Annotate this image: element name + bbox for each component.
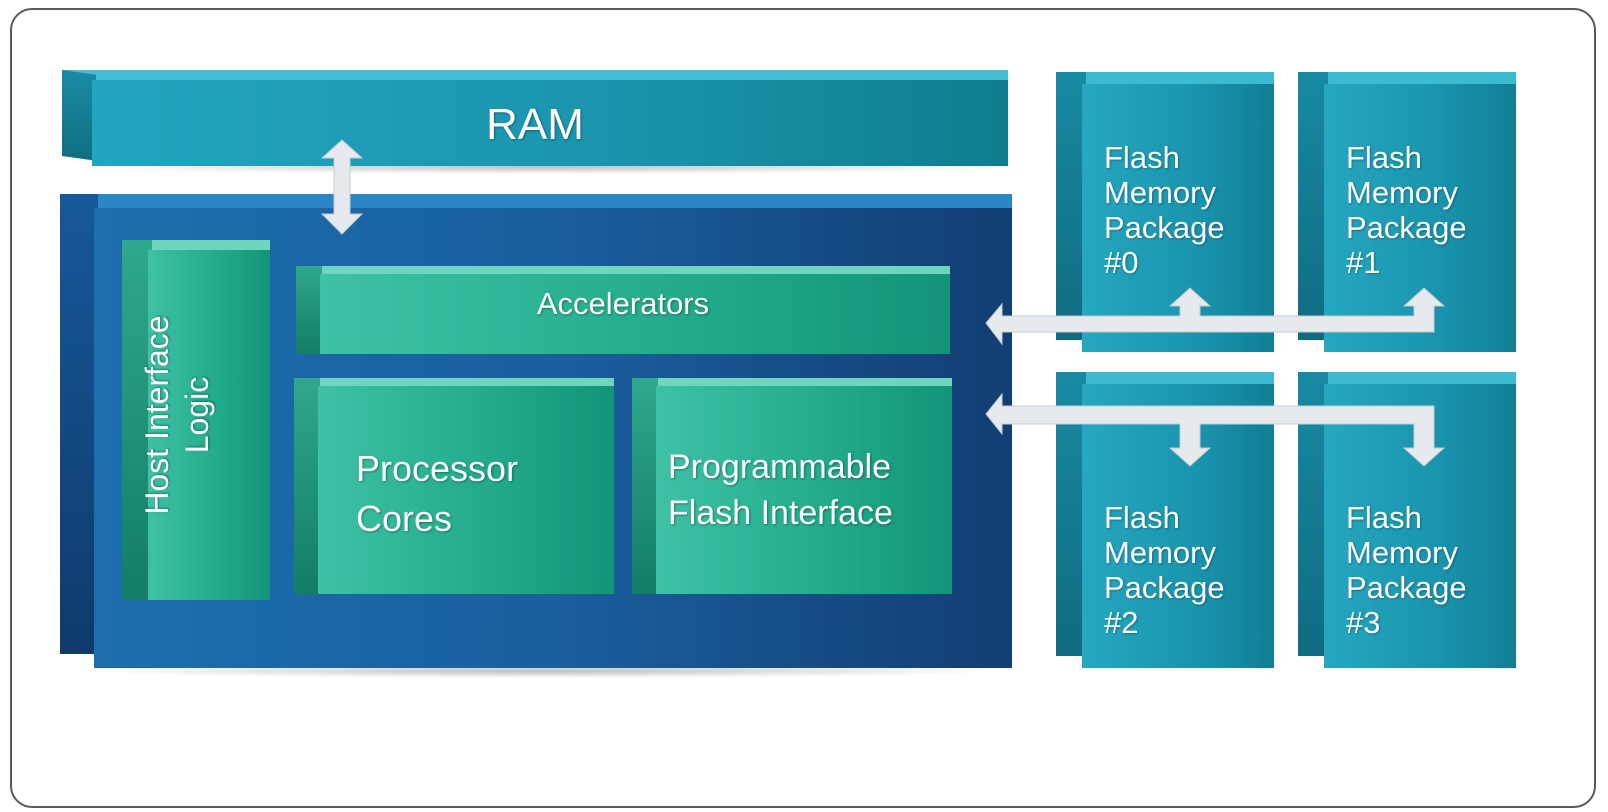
host-interface-logic-block: Host Interface Logic [122, 240, 270, 600]
processor-line1: Processor [356, 448, 519, 489]
flash-package-2: Flash Memory Package #2 [1056, 372, 1274, 668]
flash-package-0: Flash Memory Package #0 [1056, 72, 1274, 352]
pfi-line1: Programmable [668, 448, 891, 486]
processor-cores-block: Processor Cores [294, 378, 614, 594]
lower-bus-arrow [985, 392, 1446, 467]
flash-package-0-label: Flash Memory Package #0 [1104, 140, 1225, 280]
flash-package-1-label: Flash Memory Package #1 [1346, 140, 1467, 280]
accelerators-label: Accelerators [536, 286, 710, 321]
processor-cores-label: Processor Cores [356, 444, 518, 544]
ram-label: RAM [486, 100, 584, 149]
pfi-label: Programmable Flash Interface [668, 444, 893, 536]
flash-package-3-label: Flash Memory Package #3 [1346, 500, 1467, 640]
programmable-flash-interface-block: Programmable Flash Interface [632, 378, 952, 594]
flash-package-2-label: Flash Memory Package #2 [1104, 500, 1225, 640]
upper-bus-arrow [985, 287, 1446, 346]
ram-block: RAM [62, 70, 1008, 166]
processor-line2: Cores [356, 498, 453, 539]
ram-controller-arrow [320, 139, 364, 235]
accelerators-block: Accelerators [296, 266, 950, 354]
pfi-line2: Flash Interface [668, 494, 893, 532]
